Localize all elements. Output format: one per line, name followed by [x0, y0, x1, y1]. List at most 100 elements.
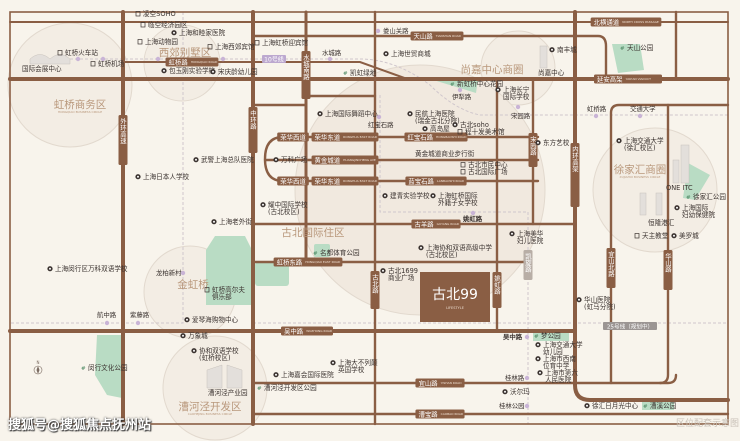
poi-hospital[interactable]: 上海和睦家医院: [171, 28, 226, 37]
poi-building[interactable]: 上海虹桥迎宾馆: [254, 38, 309, 47]
poi-label: 天主教堂: [642, 231, 669, 240]
metro-station[interactable]: 桂林公园: [499, 401, 530, 410]
road-name-en: LANBAOSHI ROAD: [437, 179, 465, 183]
poi-mall[interactable]: 美罗城: [671, 231, 699, 240]
metro-station[interactable]: 水城路: [322, 48, 342, 62]
minhang-culture-park-area: [95, 335, 122, 398]
station-name: 娄山关路: [383, 26, 409, 35]
metro-station[interactable]: 龙柏新村: [156, 268, 186, 277]
metro-station[interactable]: 虹桥路: [587, 104, 607, 119]
grand-gateway-tower-icon: [639, 192, 647, 216]
poi-building[interactable]: 上海西郊宾馆: [207, 42, 255, 51]
metro-station[interactable]: 伊犁路: [452, 87, 472, 101]
poi-school[interactable]: 建青实验学校: [382, 191, 430, 200]
poi-text[interactable]: 漕河泾产业园: [208, 388, 248, 397]
poi-park[interactable]: #天山公园: [620, 43, 654, 52]
poi-school[interactable]: 上海闵行区万科双语学校: [47, 264, 128, 273]
poi-mall[interactable]: 徐汇日月光中心: [584, 401, 639, 410]
school-icon: [191, 348, 197, 354]
poi-park[interactable]: #名都体育公园: [313, 248, 360, 257]
poi-park[interactable]: #闵行文化公园: [81, 363, 128, 372]
poi-school[interactable]: 耀中国际学校(古北校区): [260, 200, 308, 216]
poi-mall[interactable]: 上海世贸商城: [383, 49, 431, 58]
poi-mall[interactable]: 南丰城: [549, 45, 577, 54]
poi-label: 上海交通大学: [624, 136, 664, 145]
poi-school[interactable]: 东方艺校: [535, 138, 570, 147]
metro-station[interactable]: 航中路: [97, 310, 117, 326]
metro-station[interactable]: 交通大学: [630, 104, 656, 119]
poi-building[interactable]: 天主教堂: [634, 231, 669, 240]
poi-hospital[interactable]: 武警上海总队医院: [193, 155, 254, 164]
poi-building[interactable]: 虹桥火车站: [57, 48, 98, 57]
project-name: 古北99: [432, 287, 478, 303]
poi-mall[interactable]: 沃尔玛: [502, 387, 530, 396]
project-box[interactable]: [420, 272, 490, 322]
poi-label: 上海日本人学校: [143, 172, 190, 181]
road-name: 古羊路: [414, 219, 434, 228]
metro-station[interactable]: 姚虹路: [462, 210, 483, 223]
metro-station[interactable]: 吴中路: [503, 332, 530, 341]
poi-hospital[interactable]: 华山医院(虹马分院): [576, 295, 616, 311]
poi-building[interactable]: 上海动物园: [137, 37, 178, 46]
metro-station[interactable]: 红宝石路: [368, 114, 394, 129]
poi-text[interactable]: 恒隆港汇: [648, 218, 675, 227]
poi-label: 上海市西南: [543, 354, 576, 363]
poi-mall[interactable]: 高岛屋: [422, 124, 450, 133]
poi-building[interactable]: 虹桥机场: [90, 59, 125, 68]
metro-station[interactable]: 宋园路: [511, 104, 531, 120]
project-marker[interactable]: 古北99 LIFESTYLE: [420, 272, 490, 322]
poi-park[interactable]: #凯虹绿地: [343, 68, 377, 77]
poi-mall[interactable]: 万科广场: [273, 155, 308, 164]
poi-mall[interactable]: 上海老外街: [211, 217, 252, 226]
poi-building[interactable]: 程十发美术馆: [457, 127, 505, 136]
park-icon: #: [81, 366, 86, 372]
hospital-icon: [273, 372, 279, 378]
poi-text[interactable]: 国际会展中心: [22, 64, 62, 73]
poi-hospital[interactable]: 上海嘉会国际医院: [273, 370, 334, 379]
poi-building[interactable]: 古北国际广场: [460, 167, 508, 176]
poi-school[interactable]: 上海协和双语高级中学(古北校区): [418, 243, 492, 259]
poi-text[interactable]: 尚嘉中心: [538, 68, 565, 77]
poi-school[interactable]: 上海国际舞蹈中心: [317, 109, 378, 118]
poi-park[interactable]: #梦公园: [534, 332, 561, 340]
metro-line-10: [70, 58, 728, 116]
poi-school[interactable]: 包玉刚实验学校: [161, 66, 216, 75]
poi-mall[interactable]: 古北soho: [452, 120, 489, 129]
poi-text[interactable]: ONE ITC: [666, 184, 693, 192]
poi-park[interactable]: #新虹桥中心花园: [450, 79, 504, 88]
poi-building[interactable]: 临空经济园区: [140, 20, 188, 29]
poi-school[interactable]: 上海交通大学(徐汇校区): [616, 136, 664, 152]
poi-school[interactable]: 宋庆龄幼儿园: [210, 67, 258, 76]
poi-building[interactable]: 古北市民中心: [460, 160, 508, 169]
poi-mall[interactable]: 万象城: [180, 331, 208, 340]
poi-park[interactable]: #徐家汇公园: [686, 192, 726, 201]
poi-school[interactable]: 协和双语学校(虹桥校区): [191, 346, 239, 362]
poi-school[interactable]: 上海日本人学校: [135, 172, 190, 181]
district-circles: [7, 22, 718, 441]
poi-building[interactable]: 凌空SOHO: [135, 9, 176, 18]
poi-park[interactable]: #漕溪公园: [643, 401, 677, 410]
metro-station[interactable]: 紫藤路: [130, 310, 150, 326]
poi-mall[interactable]: 爱琴海购物中心: [184, 315, 239, 324]
metro-station[interactable]: 桂林路: [505, 373, 530, 382]
poi-park[interactable]: #漕河泾开发区公园: [257, 383, 317, 392]
park-icon: #: [686, 195, 691, 201]
poi-hospital[interactable]: 民航上海医院(瑞金古北分院): [407, 109, 460, 125]
caoxi-park-area: [642, 401, 674, 410]
metro-station[interactable]: 娄山关路: [375, 26, 409, 35]
poi-label: 上海大不列颠: [338, 358, 378, 367]
road-name: 天山路: [414, 31, 434, 40]
poi-label-line2: (虹马分院): [584, 302, 616, 311]
poi-label-line2: 英国学校: [338, 365, 365, 374]
poi-text[interactable]: 黄金城道商业步行街: [415, 149, 475, 158]
